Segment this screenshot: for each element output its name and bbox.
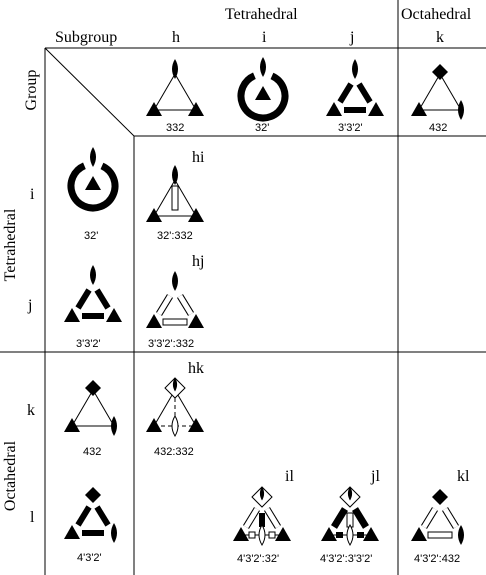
caption-row-k: 432 bbox=[83, 446, 102, 458]
symbol-group-j bbox=[326, 59, 384, 116]
symbol-hi bbox=[146, 165, 204, 222]
symbol-row-l bbox=[64, 487, 117, 543]
symbol-group-h bbox=[146, 59, 204, 116]
symbol-group-k bbox=[411, 64, 464, 120]
caption-group-j: 3'3'2' bbox=[338, 122, 363, 134]
row-label-j: j bbox=[28, 297, 33, 314]
symbol-row-j bbox=[64, 265, 122, 322]
row-label-l: l bbox=[30, 509, 35, 526]
symbol-jl bbox=[321, 486, 379, 546]
symbol-kl bbox=[411, 489, 464, 545]
cell-label-jl: jl bbox=[371, 468, 380, 485]
header-col-k: k bbox=[436, 29, 444, 46]
caption-group-h: 332 bbox=[166, 122, 185, 134]
symbol-hk bbox=[146, 377, 204, 437]
symbol-hj bbox=[146, 271, 204, 328]
cell-label-hj: hj bbox=[192, 253, 205, 270]
caption-group-k: 432 bbox=[429, 122, 448, 134]
header-tetrahedral: Tetrahedral bbox=[225, 6, 298, 23]
cell-label-hk: hk bbox=[188, 360, 204, 377]
cell-label-kl: kl bbox=[457, 468, 470, 485]
header-col-i: i bbox=[262, 29, 267, 46]
symbol-row-i bbox=[67, 147, 119, 212]
header-subgroup: Subgroup bbox=[55, 29, 118, 46]
symbol-group-i bbox=[237, 57, 289, 122]
symbol-row-k bbox=[64, 380, 117, 436]
header-col-h: h bbox=[172, 29, 180, 46]
caption-jl: 4'3'2':3'3'2' bbox=[320, 553, 373, 565]
cell-label-hi: hi bbox=[192, 149, 205, 166]
caption-row-j: 3'3'2' bbox=[76, 338, 101, 350]
header-octahedral: Octahedral bbox=[401, 6, 472, 23]
caption-hi: 32':332 bbox=[157, 230, 193, 242]
header-col-j: j bbox=[350, 29, 355, 46]
row-label-i: i bbox=[30, 186, 35, 203]
caption-row-i: 32' bbox=[84, 230, 99, 242]
caption-kl: 4'3'2':432 bbox=[414, 553, 461, 565]
row-label-k: k bbox=[27, 402, 35, 419]
caption-il: 4'3'2':32' bbox=[237, 553, 280, 565]
caption-hk: 432:332 bbox=[154, 446, 194, 458]
cell-label-il: il bbox=[285, 468, 294, 485]
symbol-il bbox=[233, 486, 291, 546]
caption-row-l: 4'3'2' bbox=[77, 552, 102, 564]
caption-hj: 3'3'2':332 bbox=[148, 338, 195, 350]
caption-group-i: 32' bbox=[255, 122, 270, 134]
